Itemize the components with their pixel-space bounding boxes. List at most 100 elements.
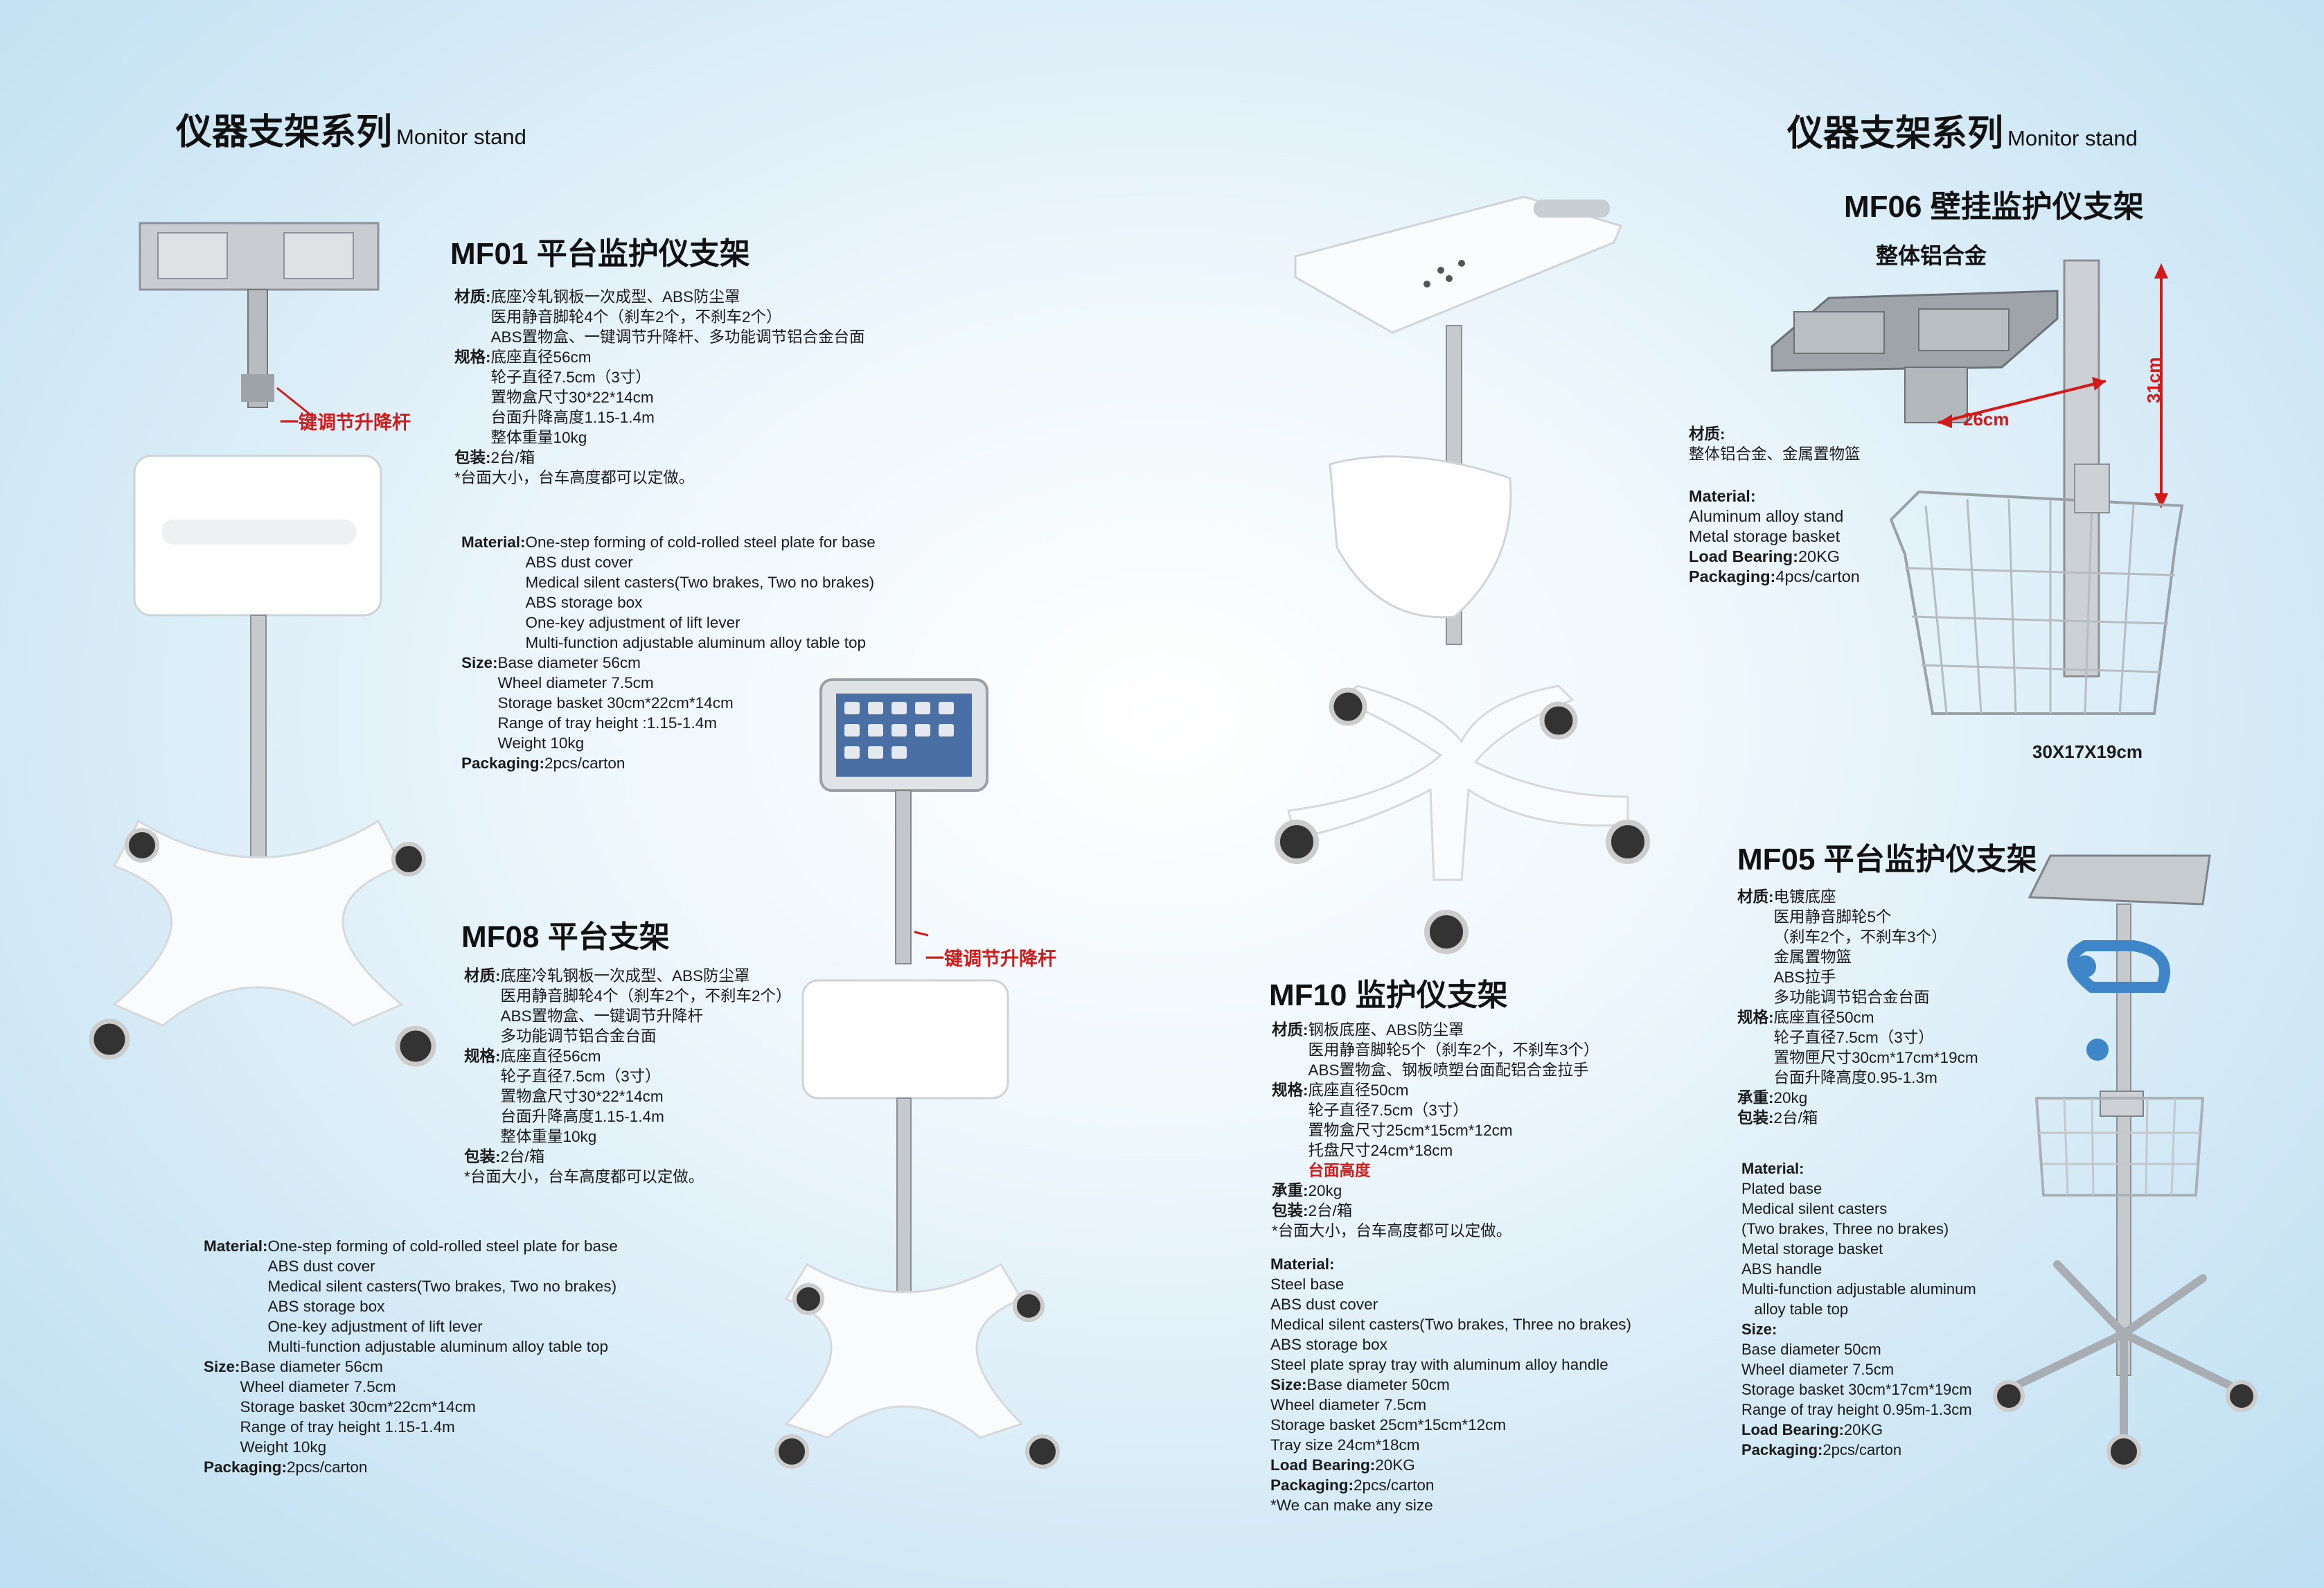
mf10-en-size-rest: Wheel diameter 7.5cm Storage basket 25cm… bbox=[1270, 1396, 1507, 1454]
mf06-cn-spec: 材质: 整体铝合金、金属置物篮 bbox=[1689, 424, 1861, 464]
mf06-cn-material-label: 材质: bbox=[1689, 425, 1726, 443]
mf10-en-spec: Material: Steel base ABS dust cover Medi… bbox=[1270, 1254, 1631, 1515]
mf08-cn-size-label: 规格: bbox=[464, 1048, 501, 1065]
mf01-cn-size-label: 规格: bbox=[454, 349, 491, 366]
mf08-en-size: Base diameter 56cm Wheel diameter 7.5cm … bbox=[240, 1358, 476, 1456]
mf10-cn-material-label: 材质: bbox=[1272, 1021, 1309, 1039]
mf01-title: MF01 平台监护仪支架 bbox=[450, 237, 750, 271]
mf05-cn-load-label: 承重: bbox=[1737, 1089, 1774, 1106]
mf05-title: MF05 平台监护仪支架 bbox=[1737, 842, 2037, 876]
mf10-cn-note: *台面大小，台车高度都可以定做。 bbox=[1272, 1222, 1512, 1239]
mf10-cn-pack: 2台/箱 bbox=[1308, 1202, 1353, 1219]
mf06-height-dim: 31cm bbox=[2143, 357, 2164, 404]
mf10-cn-material: 钢板底座、ABS防尘罩 医用静音脚轮5个（刹车2个，不刹车3个） ABS置物盒、… bbox=[1308, 1021, 1599, 1079]
mf10-cn-spec: 材质:钢板底座、ABS防尘罩 医用静音脚轮5个（刹车2个，不刹车3个） ABS置… bbox=[1272, 1020, 1599, 1241]
mf08-cn-spec: 材质:底座冷轧钢板一次成型、ABS防尘罩 医用静音脚轮4个（刹车2个，不刹车2个… bbox=[464, 966, 792, 1187]
mf10-cn-load-label: 承重: bbox=[1272, 1182, 1309, 1199]
mf10-en-size-0: Base diameter 50cm bbox=[1306, 1376, 1450, 1393]
mf08-cn-material: 底座冷轧钢板一次成型、ABS防尘罩 医用静音脚轮4个（刹车2个，不刹车2个） A… bbox=[500, 967, 792, 1045]
mf08-cn-size: 底座直径56cm 轮子直径7.5cm（3寸） 置物盒尺寸30*22*14cm 台… bbox=[500, 1048, 664, 1145]
mf08-cn-material-label: 材质: bbox=[464, 967, 501, 985]
mf08-en-pack: 2pcs/carton bbox=[287, 1458, 368, 1476]
right-header-en: Monitor stand bbox=[2007, 126, 2138, 150]
mf10-title: MF10 监护仪支架 bbox=[1269, 978, 1508, 1012]
mf01-cn-size: 底座直径56cm 轮子直径7.5cm（3寸） 置物盒尺寸30*22*14cm 台… bbox=[490, 349, 655, 446]
mf01-cn-spec: 材质:底座冷轧钢板一次成型、ABS防尘罩 医用静音脚轮4个（刹车2个，不刹车2个… bbox=[454, 287, 865, 488]
mf06-en-pack: 4pcs/carton bbox=[1775, 567, 1860, 585]
mf01-cn-material-label: 材质: bbox=[454, 288, 491, 306]
mf10-stand-image bbox=[1275, 195, 1650, 954]
mf06-cn-material: 整体铝合金、金属置物篮 bbox=[1689, 445, 1861, 463]
left-header-cn: 仪器支架系列 bbox=[176, 112, 393, 152]
mf08-en-pack-label: Packaging: bbox=[204, 1458, 287, 1476]
mf06-subtitle: 整体铝合金 bbox=[1876, 243, 1987, 268]
mf10-en-load-label: Load Bearing: bbox=[1270, 1456, 1376, 1474]
mf01-en-material-label: Material: bbox=[461, 533, 526, 551]
mf01-en-pack: 2pcs/carton bbox=[544, 755, 626, 772]
mf01-cn-material: 底座冷轧钢板一次成型、ABS防尘罩 医用静音脚轮4个（刹车2个，不刹车2个） A… bbox=[490, 288, 865, 346]
mf06-stand-image bbox=[1771, 259, 2184, 715]
mf10-cn-size-red: 台面高度 bbox=[1308, 1162, 1371, 1179]
mf05-cn-pack-label: 包装: bbox=[1737, 1109, 1774, 1127]
mf08-en-size-label: Size: bbox=[204, 1358, 240, 1375]
mf01-en-spec: Material:One-step forming of cold-rolled… bbox=[461, 532, 876, 773]
mf10-en-pack-label: Packaging: bbox=[1270, 1476, 1354, 1494]
mf01-lift-callout: 一键调节升降杆 bbox=[280, 412, 411, 433]
mf01-en-size: Base diameter 56cm Wheel diameter 7.5cm … bbox=[497, 654, 734, 752]
mf06-en-material: Aluminum alloy stand Metal storage baske… bbox=[1689, 507, 1844, 545]
mf05-en-pack-label: Packaging: bbox=[1741, 1441, 1823, 1458]
right-header-cn: 仪器支架系列 bbox=[1787, 114, 2004, 154]
mf05-en-pack: 2pcs/carton bbox=[1822, 1441, 1902, 1458]
mf05-cn-size-label: 规格: bbox=[1737, 1009, 1774, 1026]
mf05-cn-pack: 2台/箱 bbox=[1773, 1109, 1818, 1127]
mf08-cn-pack-label: 包装: bbox=[464, 1148, 501, 1165]
mf05-cn-load: 20kg bbox=[1773, 1089, 1808, 1106]
mf01-cn-pack: 2台/箱 bbox=[490, 449, 535, 466]
mf08-en-material: One-step forming of cold-rolled steel pl… bbox=[267, 1237, 618, 1355]
mf05-cn-size: 底座直径50cm 轮子直径7.5cm（3寸） 置物匣尺寸30cm*17cm*19… bbox=[1773, 1009, 1978, 1086]
mf01-stand-image bbox=[89, 222, 436, 1067]
mf06-en-spec: Material: Aluminum alloy stand Metal sto… bbox=[1689, 486, 1860, 587]
mf10-cn-load: 20kg bbox=[1308, 1182, 1342, 1199]
mf05-en-load: 20KG bbox=[1843, 1421, 1883, 1438]
mf06-en-load-label: Load Bearing: bbox=[1689, 547, 1798, 565]
mf06-en-pack-label: Packaging: bbox=[1689, 567, 1776, 585]
mf08-cn-pack: 2台/箱 bbox=[500, 1148, 545, 1165]
mf06-title: MF06 壁挂监护仪支架 bbox=[1844, 190, 2144, 224]
mf05-en-size: Base diameter 50cm Wheel diameter 7.5cm … bbox=[1741, 1341, 1972, 1418]
mf05-stand-image bbox=[1993, 854, 2258, 1469]
mf01-cn-pack-label: 包装: bbox=[454, 449, 491, 466]
mf05-cn-material: 电镀底座 医用静音脚轮5个 （刹车2个，不刹车3个） 金属置物篮 ABS拉手 多… bbox=[1773, 888, 1947, 1006]
mf05-cn-spec: 材质:电镀底座 医用静音脚轮5个 （刹车2个，不刹车3个） 金属置物篮 ABS拉… bbox=[1737, 887, 1978, 1128]
mf10-en-material-label: Material: bbox=[1270, 1255, 1335, 1273]
mf10-en-material: Steel base ABS dust cover Medical silent… bbox=[1270, 1276, 1632, 1373]
mf10-cn-size: 底座直径50cm 轮子直径7.5cm（3寸） 置物盒尺寸25cm*15cm*12… bbox=[1308, 1082, 1513, 1179]
mf10-cn-pack-label: 包装: bbox=[1272, 1202, 1309, 1219]
mf08-lift-callout: 一键调节升降杆 bbox=[925, 949, 1056, 969]
mf05-en-material: Plated base Medical silent casters (Two … bbox=[1741, 1180, 1976, 1318]
mf05-cn-material-label: 材质: bbox=[1737, 888, 1774, 906]
mf06-en-material-label: Material: bbox=[1689, 487, 1756, 505]
mf10-en-load: 20KG bbox=[1375, 1456, 1415, 1474]
mf05-en-material-label: Material: bbox=[1741, 1160, 1804, 1177]
mf06-width-dim: 26cm bbox=[1963, 409, 2010, 430]
mf01-en-size-label: Size: bbox=[461, 654, 498, 671]
mf10-en-size-label: Size: bbox=[1270, 1376, 1307, 1393]
mf01-cn-note: *台面大小，台车高度都可以定做。 bbox=[454, 469, 695, 486]
left-header-en: Monitor stand bbox=[396, 125, 526, 149]
mf05-en-spec: Material: Plated base Medical silent cas… bbox=[1741, 1158, 1976, 1460]
mf01-en-material: One-step forming of cold-rolled steel pl… bbox=[525, 533, 876, 651]
mf08-title: MF08 平台支架 bbox=[461, 920, 670, 954]
mf08-stand-image bbox=[774, 678, 1060, 1469]
mf05-en-load-label: Load Bearing: bbox=[1741, 1421, 1844, 1438]
mf10-en-note: *We can make any size bbox=[1270, 1497, 1433, 1514]
mf06-basket-dim: 30X17X19cm bbox=[2032, 741, 2143, 762]
mf10-en-pack: 2pcs/carton bbox=[1354, 1476, 1435, 1494]
mf08-en-material-label: Material: bbox=[204, 1237, 268, 1255]
mf10-cn-size-label: 规格: bbox=[1272, 1082, 1309, 1099]
mf05-en-size-label: Size: bbox=[1741, 1321, 1777, 1338]
mf08-en-spec: Material:One-step forming of cold-rolled… bbox=[204, 1236, 618, 1477]
mf06-en-load: 20KG bbox=[1798, 547, 1840, 565]
